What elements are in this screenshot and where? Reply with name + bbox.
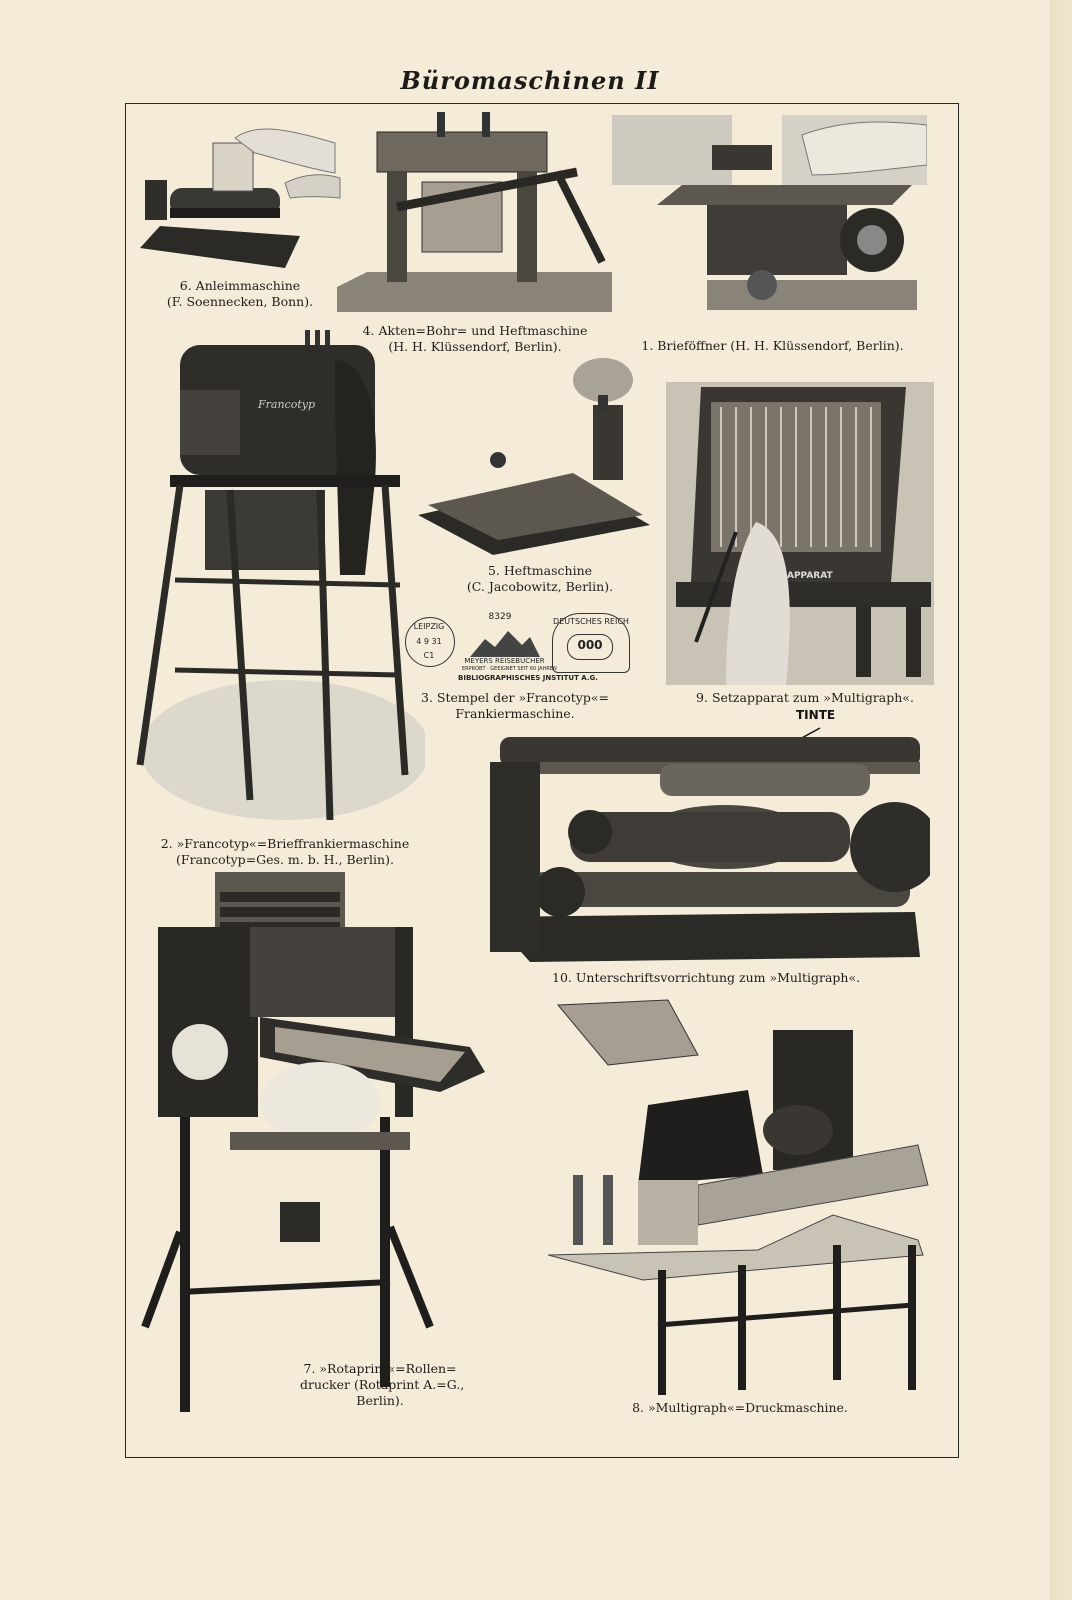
illustration-francotyp <box>135 330 425 820</box>
illustration-setzapparat <box>666 382 934 685</box>
stamp-circle <box>405 617 455 667</box>
apparat-label: APPARAT <box>787 571 833 581</box>
illustration-brieffoeffner <box>612 115 927 315</box>
illustration-multigraph <box>548 995 933 1395</box>
illustration-rotaprint <box>140 872 490 1412</box>
stamp-number: 8329 <box>488 612 512 622</box>
mountain-icon <box>470 627 540 657</box>
stamp-line1: MEYERS REISEBÜCHER <box>464 657 545 665</box>
caption-3: 3. Stempel der »Francotyp«=Frankiermasch… <box>421 690 609 721</box>
caption-4: 4. Akten=Bohr= und Heftmaschine(H. H. Kl… <box>362 323 588 354</box>
caption-1: 1. Brieföffner (H. H. Klüssendorf, Berli… <box>641 338 904 353</box>
caption-2: 2. »Francotyp«=Brieffrankiermaschine(Fra… <box>160 836 410 867</box>
illustration-anleimmaschine <box>135 118 345 268</box>
francotyp-label: Francotyp <box>258 398 315 411</box>
stamp-reich: DEUTSCHES REICH <box>553 617 629 626</box>
caption-6: 6. Anleimmaschine(F. Soennecken, Bonn). <box>166 278 314 309</box>
caption-10: 10. Unterschriftsvorrichtung zum »Multig… <box>552 970 861 985</box>
stamp-district: C1 <box>423 651 435 660</box>
stamp-value: 000 <box>577 638 603 652</box>
stamp-line2: ERPROBT · GEEIGNET SEIT 60 JAHREN <box>462 666 557 672</box>
page-title: Büromaschinen II <box>400 66 660 95</box>
plate-frame <box>125 103 959 1458</box>
illustration-bohrmaschine <box>337 112 612 317</box>
illustration-heftmaschine <box>418 355 650 555</box>
stamp-deutsches-reich <box>552 613 630 673</box>
stamp-city: LEIPZIG <box>413 622 445 631</box>
label-tinte: TINTE <box>796 708 836 722</box>
caption-8: 8. »Multigraph«=Druckmaschine. <box>632 1400 848 1415</box>
paper-edge <box>1050 0 1072 1600</box>
stamp-line3: BIBLIOGRAPHISCHES JNSTITUT A.G. <box>458 674 598 682</box>
caption-7: 7. »Rotaprint«=Rollen=drucker (Rotaprint… <box>300 1361 465 1408</box>
caption-9: 9. Setzapparat zum »Multigraph«. <box>696 690 914 705</box>
illustration-unterschriftsvorrichtung <box>470 722 930 977</box>
stamp-date: 4 9 31 <box>416 637 442 646</box>
caption-5: 5. Heftmaschine(C. Jacobowitz, Berlin). <box>466 563 614 594</box>
